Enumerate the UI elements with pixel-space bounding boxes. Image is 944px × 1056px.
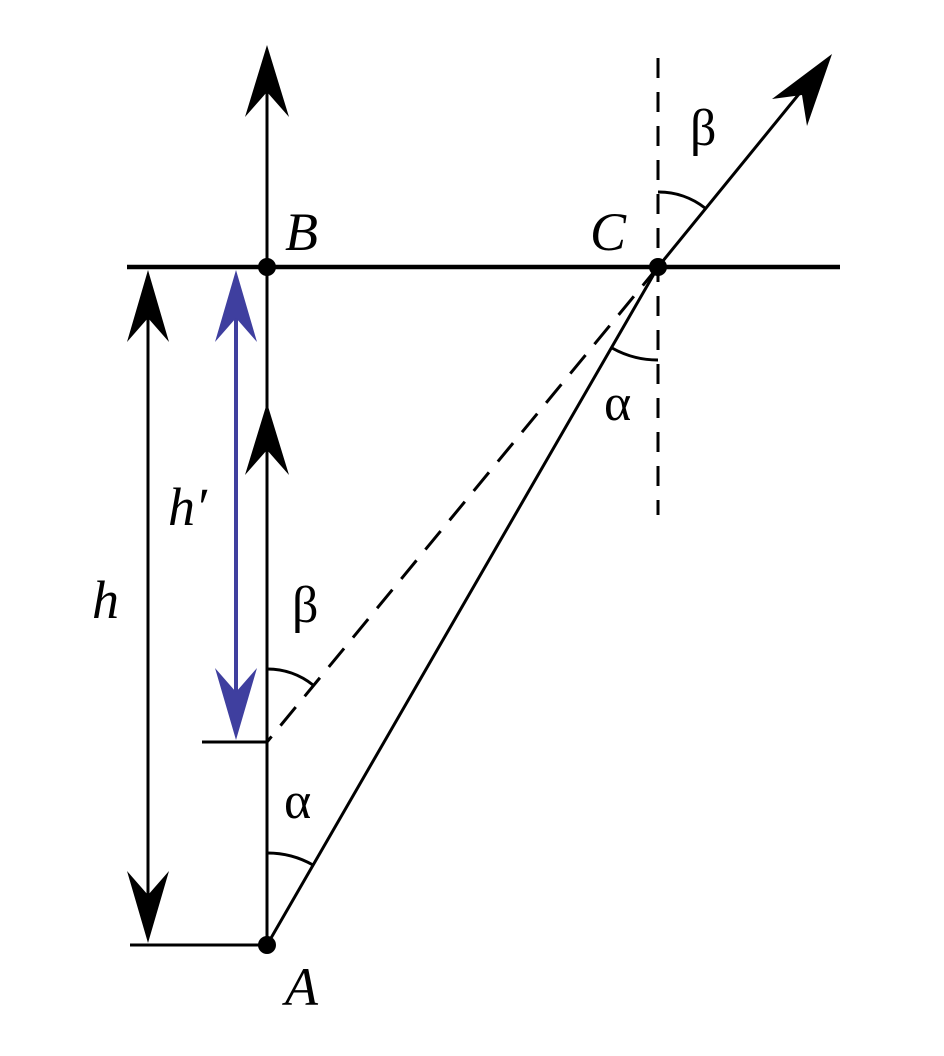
refracted-ray-arrowhead (772, 54, 832, 126)
angle-arc-alpha-c (611, 346, 659, 362)
label-angle-alpha-a: α (284, 773, 311, 830)
label-point-c: C (590, 202, 627, 262)
label-angle-beta-image: β (292, 577, 318, 634)
refracted-ray (656, 77, 814, 268)
label-dimension-h: h (92, 570, 119, 630)
dimension-h-top-arrowhead (127, 270, 169, 342)
angle-arc-alpha-a (266, 851, 314, 867)
label-angle-beta-c: β (690, 100, 716, 157)
dimension-h-prime-top-arrowhead (215, 270, 257, 342)
vertical-mid-arrowhead (245, 403, 289, 475)
angle-arc-beta-image (266, 667, 314, 687)
point-c-dot (649, 258, 667, 276)
point-a-dot (258, 936, 276, 954)
angle-arc-beta-c (657, 190, 706, 210)
label-dimension-h-prime: h′ (168, 477, 208, 537)
label-point-b: B (285, 202, 318, 262)
dimension-h-prime-bottom-arrowhead (215, 668, 257, 740)
dimension-h-bottom-arrowhead (127, 871, 169, 943)
vertical-top-arrowhead (245, 45, 289, 117)
ray-a-to-c (265, 266, 660, 946)
virtual-ray-dashed (265, 266, 660, 743)
label-point-a: A (282, 957, 319, 1017)
point-b-dot (258, 258, 276, 276)
label-angle-alpha-c: α (604, 375, 631, 432)
